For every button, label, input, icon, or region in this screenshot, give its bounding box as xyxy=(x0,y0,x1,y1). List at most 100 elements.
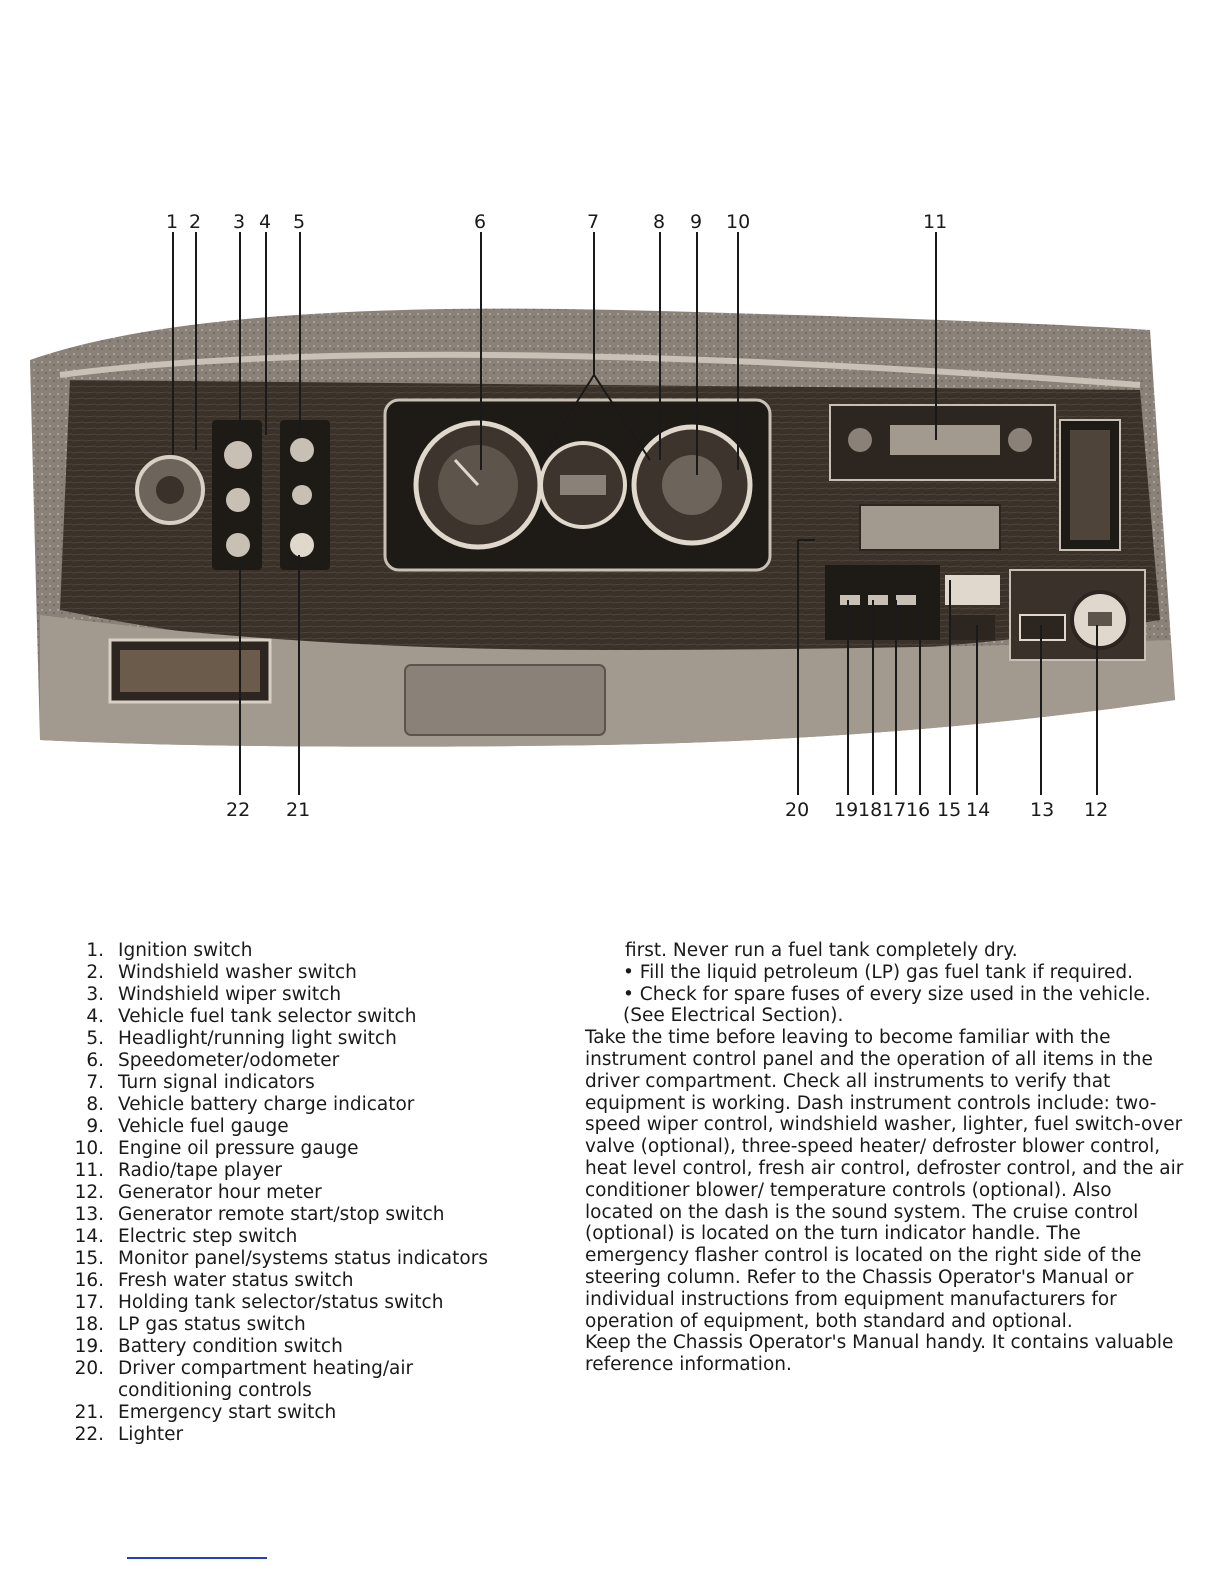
callout-2: 2 xyxy=(189,211,201,233)
legend-number: 7. xyxy=(86,1072,104,1093)
callout-17: 17 xyxy=(882,799,906,821)
legend-text: Ignition switch xyxy=(118,940,253,961)
callouts-bottom: 22 21 20 19 18 17 16 15 14 13 12 xyxy=(226,799,1108,821)
bullet-lp-gas: • Fill the liquid petroleum (LP) gas fue… xyxy=(623,961,1134,983)
legend-item: 3.Windshield wiper switch xyxy=(60,984,530,1006)
legend-text: Monitor panel/systems status indicators xyxy=(118,1248,488,1269)
legend-text: Windshield washer switch xyxy=(118,962,357,983)
legend-item: 8. Vehicle battery charge indicator xyxy=(60,1094,530,1116)
callout-10: 10 xyxy=(726,211,750,233)
legend-item: 14. Electric step switch xyxy=(60,1226,530,1248)
bullet-lp-gas-text: Fill the liquid petroleum (LP) gas fuel … xyxy=(639,961,1134,983)
legend-number: 18. xyxy=(74,1314,104,1335)
legend-item: 21. Emergency start switch xyxy=(60,1402,530,1424)
legend-number: 14. xyxy=(74,1226,104,1247)
legend-text: Holding tank selector/status switch xyxy=(118,1292,444,1313)
legend-text: Electric step switch xyxy=(118,1226,298,1247)
callout-5: 5 xyxy=(293,211,305,233)
legend-text: Vehicle fuel gauge xyxy=(118,1116,289,1137)
legend-text: Lighter xyxy=(118,1424,184,1445)
legend-number: 9. xyxy=(86,1116,104,1137)
dashboard-figure: 1 2 3 4 5 6 7 8 9 10 11 22 21 20 19 18 1… xyxy=(30,211,1175,821)
dashboard-photo xyxy=(30,308,1175,747)
legend-number: 11. xyxy=(74,1160,104,1181)
callout-3: 3 xyxy=(233,211,245,233)
legend-text: Emergency start switch xyxy=(118,1402,337,1423)
legend-item: 7.Turn signal indicators xyxy=(60,1072,530,1094)
legend-text: Headlight/running light switch xyxy=(118,1028,397,1049)
legend-item: 15. Monitor panel/systems status indicato… xyxy=(60,1248,530,1270)
legend-number: 20. xyxy=(74,1358,104,1379)
legend-text: Radio/tape player xyxy=(118,1160,282,1181)
legend-item: 13. Generator remote start/stop switch xyxy=(60,1204,530,1226)
legend-number: 22. xyxy=(74,1424,104,1445)
legend-text: Vehicle battery charge indicator xyxy=(118,1094,415,1115)
legend-text: Generator hour meter xyxy=(118,1182,322,1203)
legend-item: 16. Fresh water status switch xyxy=(60,1270,530,1292)
legend-item: 1. Ignition switch xyxy=(60,940,530,962)
legend-number: 10. xyxy=(74,1138,104,1159)
legend-number: 13. xyxy=(74,1204,104,1225)
legend-number: 6. xyxy=(86,1050,104,1071)
callout-4: 4 xyxy=(259,211,271,233)
legend-text: Vehicle fuel tank selector switch xyxy=(118,1006,417,1027)
callout-12: 12 xyxy=(1084,799,1108,821)
legend-text: LP gas status switch xyxy=(118,1314,306,1335)
legend-item: 11. Radio/tape player xyxy=(60,1160,530,1182)
callout-18: 18 xyxy=(858,799,882,821)
legend-text: Fresh water status switch xyxy=(118,1270,354,1291)
leader-lines-bottom xyxy=(239,539,1098,795)
legend-number: 12. xyxy=(74,1182,104,1203)
continued-text: first. Never run a fuel tank completely … xyxy=(625,940,1018,961)
callout-19: 19 xyxy=(834,799,858,821)
legend-number: 3. xyxy=(86,984,104,1005)
legend-item: 10. Engine oil pressure gauge xyxy=(60,1138,530,1160)
callout-15: 15 xyxy=(937,799,961,821)
legend-number: 1. xyxy=(86,940,104,961)
bullet-spare-fuses-text: Check for spare fuses of every size used… xyxy=(623,983,1151,1027)
legend-number: 17. xyxy=(74,1292,104,1313)
legend-item: 4. Vehicle fuel tank selector switch xyxy=(60,1006,530,1028)
leader-lines-top xyxy=(172,232,937,475)
legend-text: Battery condition switch xyxy=(118,1336,343,1357)
legend-number: 2. xyxy=(86,962,104,983)
callouts-top: 1 2 3 4 5 6 7 8 9 10 11 xyxy=(166,211,947,233)
legend-number: 21. xyxy=(74,1402,104,1423)
callout-14: 14 xyxy=(966,799,990,821)
callout-22: 22 xyxy=(226,799,250,821)
paragraph-familiarize: Take the time before leaving to become f… xyxy=(585,1027,1184,1332)
legend-text: Driver compartment heating/air condition… xyxy=(118,1358,414,1401)
callout-8: 8 xyxy=(653,211,665,233)
paragraph-keep-manual: Keep the Chassis Operator's Manual handy… xyxy=(585,1332,1174,1376)
legend-item: 6. Speedometer/odometer xyxy=(60,1050,530,1072)
callout-21: 21 xyxy=(286,799,310,821)
legend-item: 9. Vehicle fuel gauge xyxy=(60,1116,530,1138)
legend-text: Speedometer/odometer xyxy=(118,1050,340,1071)
callout-9: 9 xyxy=(690,211,702,233)
legend-item: 12. Generator hour meter xyxy=(60,1182,530,1204)
legend-number: 5. xyxy=(86,1028,104,1049)
callout-1: 1 xyxy=(166,211,178,233)
legend-number: 15. xyxy=(74,1248,104,1269)
footer-rule xyxy=(127,1557,267,1559)
legend-number: 8. xyxy=(86,1094,104,1115)
legend-number: 16. xyxy=(74,1270,104,1291)
callout-7: 7 xyxy=(587,211,599,233)
legend-item: 22. Lighter xyxy=(60,1424,530,1446)
legend-item: 18. LP gas status switch xyxy=(60,1314,530,1336)
legend-item: 2. Windshield washer switch xyxy=(60,962,530,984)
legend-item: 20. Driver compartment heating/air condit… xyxy=(60,1358,530,1402)
bullet-spare-fuses: • Check for spare fuses of every size us… xyxy=(623,983,1151,1027)
legend-item: 17. Holding tank selector/status switch xyxy=(60,1292,530,1314)
legend-text: Generator remote start/stop switch xyxy=(118,1204,445,1225)
legend-item: 5. Headlight/running light switch xyxy=(60,1028,530,1050)
callout-13: 13 xyxy=(1030,799,1054,821)
legend-list: 1. Ignition switch 2. Windshield washer swi… xyxy=(60,940,530,1446)
legend-text: Engine oil pressure gauge xyxy=(118,1138,359,1159)
callout-6: 6 xyxy=(474,211,486,233)
legend-number: 19. xyxy=(74,1336,104,1357)
legend-number: 4. xyxy=(86,1006,104,1027)
callout-16: 16 xyxy=(906,799,930,821)
callout-11: 11 xyxy=(923,211,947,233)
legend-item: 19. Battery condition switch xyxy=(60,1336,530,1358)
